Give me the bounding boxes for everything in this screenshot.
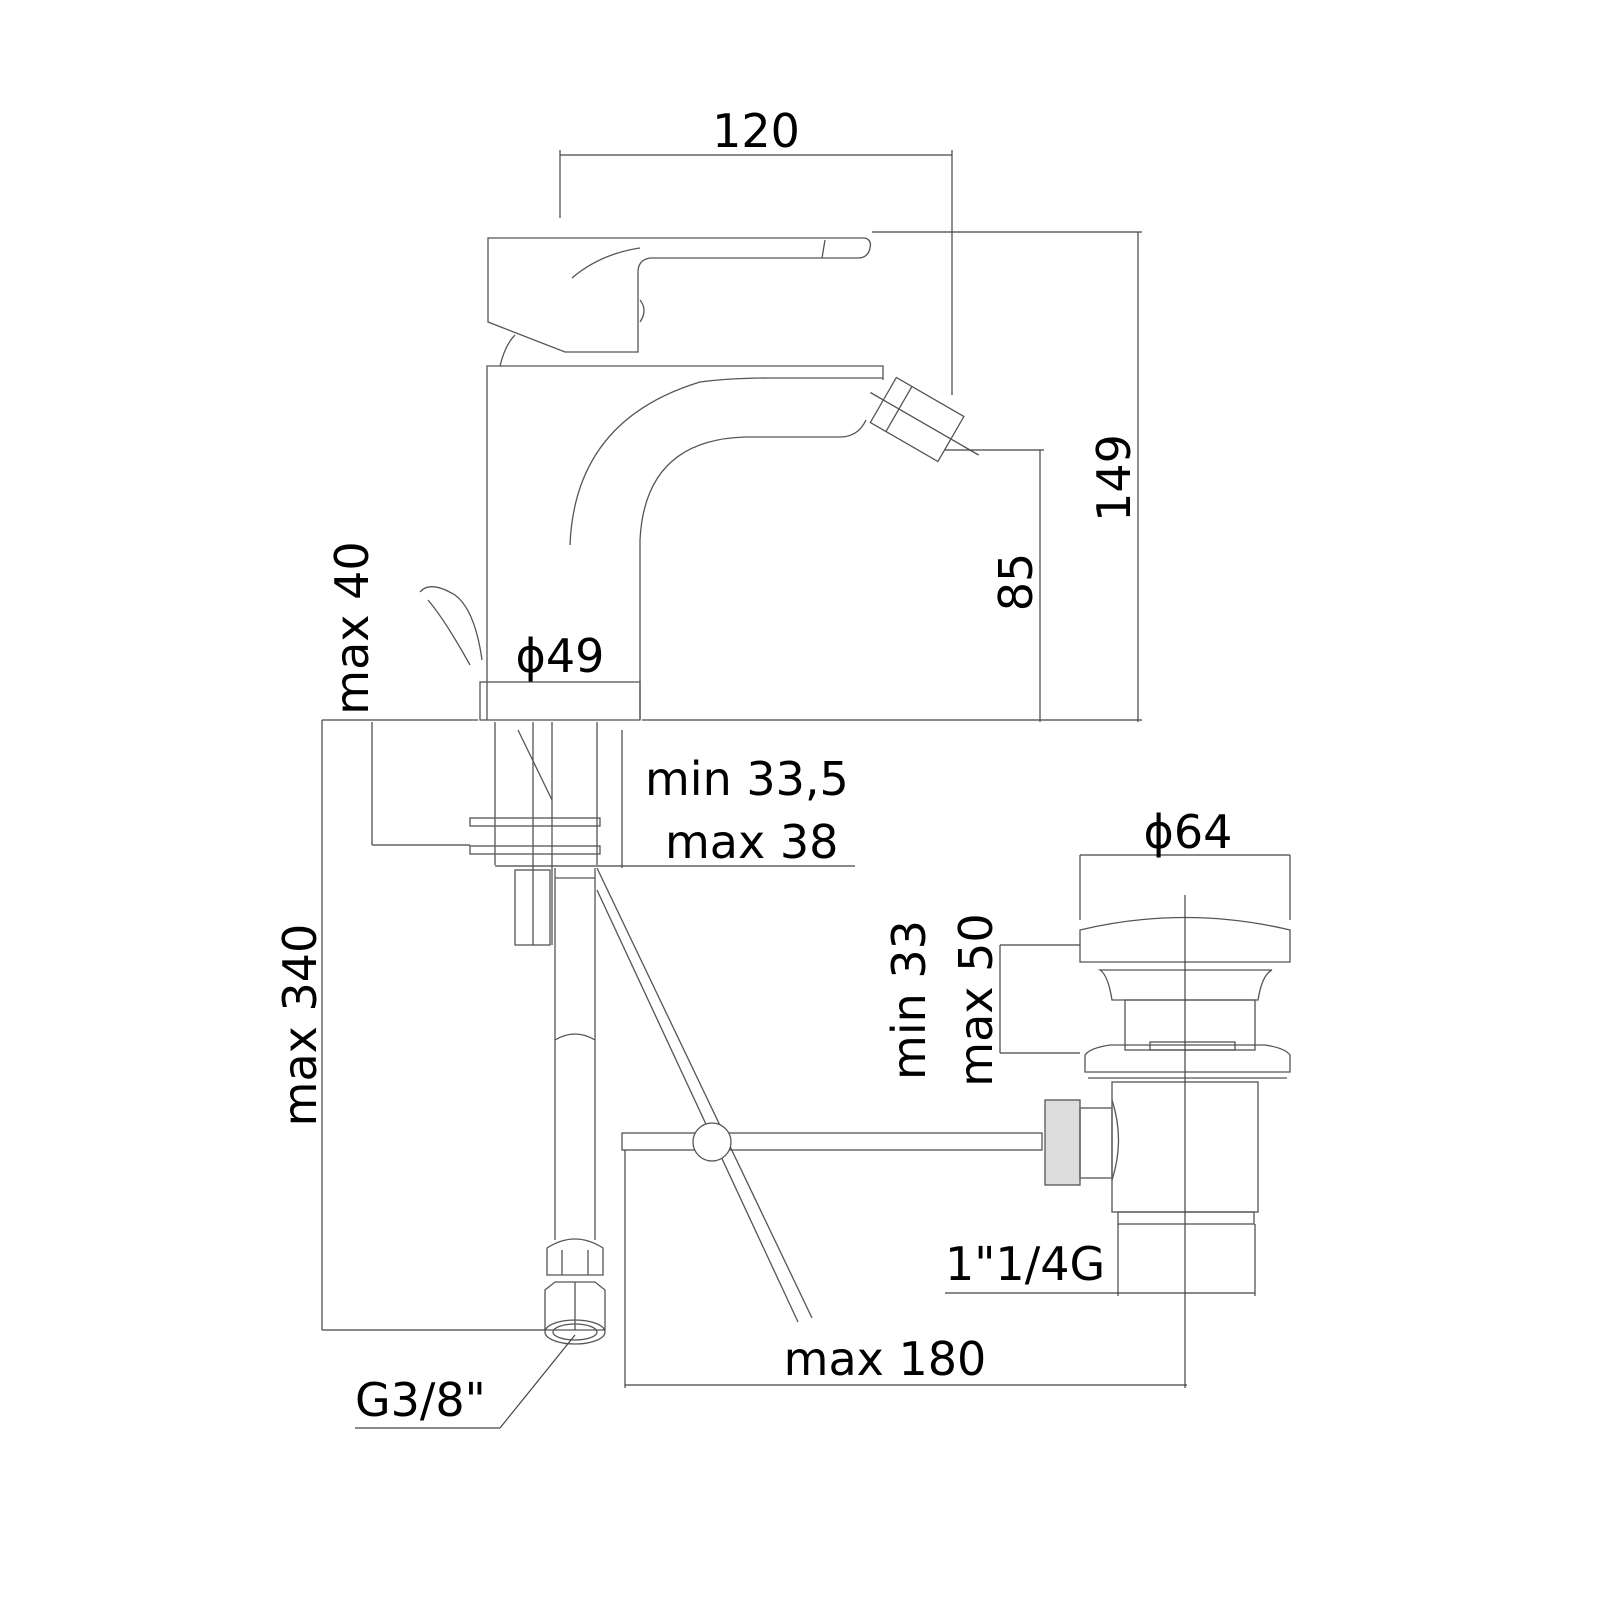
max-340-label: max 340: [273, 924, 327, 1127]
phi-64-label: ϕ64: [1144, 805, 1233, 859]
dimension-waste-thread: 1"1/4G: [945, 1224, 1256, 1296]
max-40-label: max 40: [325, 541, 379, 714]
dimension-height: 149: [872, 231, 1142, 722]
dimension-120-label: 120: [712, 104, 800, 158]
dimension-shank: min 33,5 max 38: [495, 730, 855, 869]
flexible-hose: [544, 868, 606, 1345]
waste-thread-label: 1"1/4G: [945, 1237, 1105, 1291]
popup-waste: [1044, 895, 1291, 1388]
dimension-waste-diameter: ϕ64: [1079, 805, 1291, 920]
dimension-hose-length: max 340: [273, 720, 545, 1331]
hose-thread-callout: G3/8": [355, 1334, 576, 1429]
dimension-spout-height: 85: [945, 449, 1044, 722]
dimension-waste-height: min 33 max 50: [882, 913, 1080, 1087]
popup-linkage: [596, 867, 1043, 1323]
min-33-label: min 33: [882, 920, 936, 1080]
mixer-body: [479, 365, 884, 721]
dimension-149-label: 149: [1087, 434, 1141, 522]
shank-assembly: [469, 722, 601, 946]
dimension-rod-length: max 180: [624, 1150, 1187, 1388]
min-33-5-label: min 33,5: [645, 752, 849, 806]
g3-8-label: G3/8": [355, 1373, 486, 1427]
dimension-deck-thickness: max 40: [325, 541, 470, 846]
max-50-label: max 50: [949, 913, 1003, 1086]
popup-rod-knob: [419, 586, 483, 666]
body-diameter-label: ϕ49: [516, 629, 605, 683]
dimension-85-label: 85: [989, 553, 1043, 612]
max-38-label: max 38: [665, 815, 838, 869]
aerator: [869, 376, 979, 463]
max-180-label: max 180: [784, 1332, 987, 1386]
mixer-lever: [487, 237, 872, 367]
dimension-width: 120: [559, 104, 953, 395]
